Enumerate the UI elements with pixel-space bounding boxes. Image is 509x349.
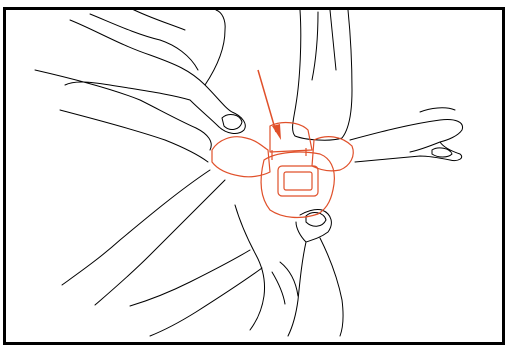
arm-lower-left [62,170,225,305]
hand-upper-left-thumb [160,10,225,85]
hand-upper-left [35,8,245,162]
release-button-inner [284,172,312,190]
hand-bottom-knuckles [272,262,298,304]
hand-upper-right [293,10,352,140]
buckle-body [261,152,334,217]
fingernail-upper-left [222,115,242,130]
